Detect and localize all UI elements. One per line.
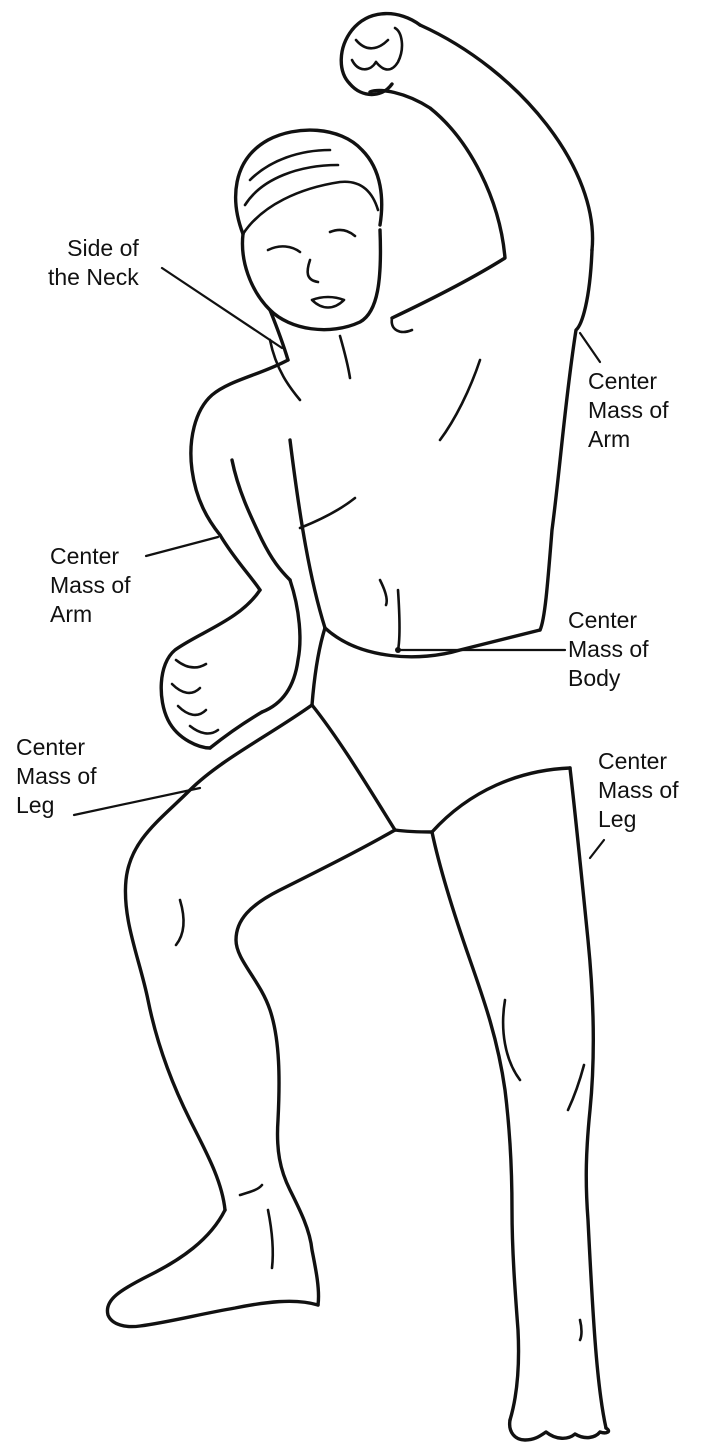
right-foot — [510, 1420, 609, 1440]
label-side-of-neck-line1: Side of — [48, 234, 139, 263]
label-center-mass-arm-left: Center Mass of Arm — [50, 542, 131, 629]
left-foot — [107, 1210, 318, 1327]
label-body-line3: Body — [568, 664, 649, 693]
label-side-of-neck: Side of the Neck — [48, 234, 139, 292]
label-center-mass-arm-right: Center Mass of Arm — [588, 367, 669, 454]
leader-side-of-neck — [162, 268, 282, 348]
label-leg-left-line1: Center — [16, 733, 97, 762]
leader-arm-left — [146, 537, 218, 556]
label-leg-right-line1: Center — [598, 747, 679, 776]
label-center-mass-leg-left: Center Mass of Leg — [16, 733, 97, 820]
label-leg-left-line3: Leg — [16, 791, 97, 820]
raised-fist — [341, 14, 420, 95]
label-body-line2: Mass of — [568, 635, 649, 664]
label-center-mass-body: Center Mass of Body — [568, 606, 649, 693]
label-arm-left-line2: Mass of — [50, 571, 131, 600]
label-arm-right-line3: Arm — [588, 425, 669, 454]
straight-leg — [432, 768, 606, 1428]
label-arm-left-line3: Arm — [50, 600, 131, 629]
label-body-line1: Center — [568, 606, 649, 635]
body-center-point — [395, 647, 401, 653]
leader-leg-right — [590, 840, 604, 858]
label-leg-left-line2: Mass of — [16, 762, 97, 791]
label-side-of-neck-line2: the Neck — [48, 263, 139, 292]
torso — [191, 310, 540, 657]
label-leg-right-line3: Leg — [598, 805, 679, 834]
label-arm-left-line1: Center — [50, 542, 131, 571]
lowered-arm — [210, 460, 300, 748]
head — [236, 130, 382, 330]
leader-lines — [74, 268, 604, 858]
label-center-mass-leg-right: Center Mass of Leg — [598, 747, 679, 834]
leader-arm-right — [580, 333, 600, 362]
label-arm-right-line1: Center — [588, 367, 669, 396]
label-arm-right-line2: Mass of — [588, 396, 669, 425]
raised-arm — [370, 25, 593, 630]
label-leg-right-line2: Mass of — [598, 776, 679, 805]
briefs — [312, 628, 570, 832]
